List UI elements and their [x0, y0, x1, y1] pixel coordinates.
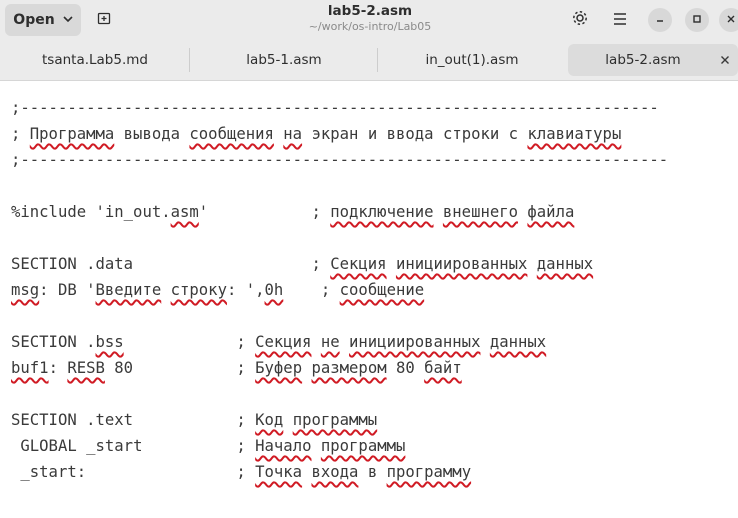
code-line: _start: ; Точка входа в программу	[20, 463, 472, 481]
maximize-icon	[692, 14, 702, 27]
minimize-icon	[655, 14, 665, 27]
code-line: ;---------------------------------------…	[11, 151, 669, 169]
tab-lab5-2-asm[interactable]: lab5-2.asm	[568, 44, 738, 76]
tab-divider	[189, 48, 190, 72]
tab-bar: tsanta.Lab5.md lab5-1.asm in_out(1).asm …	[0, 40, 738, 80]
window-title: lab5-2.asm	[327, 3, 413, 19]
code-line: SECTION .data ; Секция инициированных да…	[11, 255, 594, 273]
code-line: SECTION .text ; Код программы	[11, 411, 378, 429]
code-line	[11, 173, 668, 199]
new-tab-button[interactable]	[88, 4, 120, 36]
code-line	[11, 303, 668, 329]
code-line	[11, 381, 668, 407]
code-line: msg: DB 'Введите строку: ',0h ; сообщени…	[11, 281, 425, 299]
code-line: buf1: RESB 80 ; Буфер размером 80 байт	[11, 359, 462, 377]
tab-label: in_out(1).asm	[425, 52, 519, 68]
close-icon	[726, 14, 736, 27]
window-title-block: lab5-2.asm ~/work/os-intro/Lab05	[260, 3, 480, 34]
tab-label: lab5-1.asm	[246, 52, 322, 68]
code-line	[11, 225, 668, 251]
tab-tsanta-lab5-md[interactable]: tsanta.Lab5.md	[0, 44, 190, 76]
header-bar: Open lab5-2.asm ~/work/os-intro/Lab05	[0, 0, 738, 40]
tab-in-out-asm[interactable]: in_out(1).asm	[378, 44, 566, 76]
code-view[interactable]: ;---------------------------------------…	[11, 95, 668, 485]
tab-label: lab5-2.asm	[605, 52, 681, 68]
maximize-button[interactable]	[685, 8, 709, 32]
open-button[interactable]: Open	[5, 4, 81, 36]
tab-divider	[377, 48, 378, 72]
main-menu-button[interactable]	[604, 4, 636, 36]
settings-button[interactable]	[564, 4, 596, 36]
code-line: %include 'in_out.asm' ; подключение внеш…	[11, 203, 575, 221]
chevron-down-icon	[63, 15, 73, 26]
minimize-button[interactable]	[648, 8, 672, 32]
code-line: ;---------------------------------------…	[11, 99, 659, 117]
window-subtitle: ~/work/os-intro/Lab05	[308, 20, 432, 33]
tab-label: tsanta.Lab5.md	[42, 52, 148, 68]
hamburger-menu-icon	[612, 11, 628, 30]
settings-icon	[571, 9, 589, 31]
close-window-button[interactable]	[719, 8, 738, 32]
code-line: GLOBAL _start ; Начало программы	[20, 437, 406, 455]
open-button-label: Open	[13, 12, 55, 28]
tab-lab5-1-asm[interactable]: lab5-1.asm	[190, 44, 378, 76]
code-line: ; Программа вывода сообщения на экран и …	[11, 125, 622, 143]
code-line: SECTION .bss ; Секция не инициированных …	[11, 333, 547, 351]
text-editor-area[interactable]: ;---------------------------------------…	[0, 81, 738, 518]
tab-bar-divider	[0, 80, 738, 81]
new-tab-icon	[96, 10, 112, 30]
tab-close-icon[interactable]	[720, 44, 730, 76]
